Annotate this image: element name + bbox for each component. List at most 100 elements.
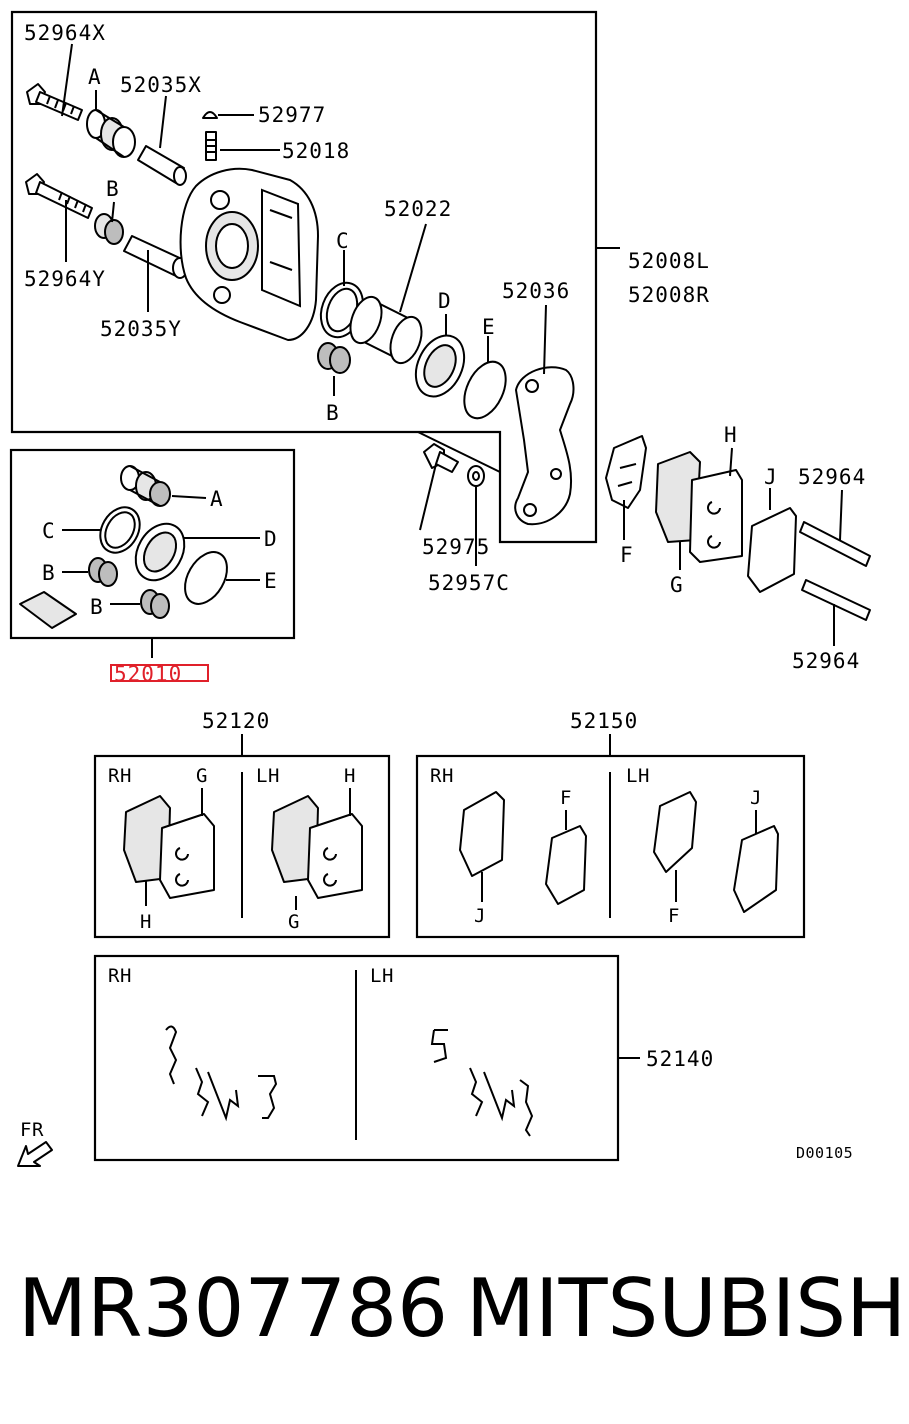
shim-rh-j: [459, 791, 505, 877]
kit-seal-c: [99, 506, 141, 554]
label-letter-a: A: [88, 65, 102, 89]
caliper-assembly-frame: [10, 10, 598, 544]
caliper-assembly-group: 52964X A 52035X 52977 52018 B 52022 C 52…: [10, 10, 710, 566]
leader-lines-pads: [623, 447, 843, 646]
label-pad-pin-upper: 52964: [798, 465, 866, 489]
piston: [349, 295, 423, 365]
pad-pin-lower: [801, 579, 871, 621]
shim-j-loose: [747, 507, 797, 593]
pad-set-rh-g: G: [196, 765, 208, 787]
guide-pin-upper: [137, 145, 187, 186]
part-number: MR307786: [18, 1262, 448, 1355]
seal-kit-group: A C D B E B 52010: [9, 448, 296, 686]
label-bleeder-screw: 52018: [282, 139, 350, 163]
caliper-bolt-lower: [25, 173, 93, 219]
label-letter-f-loose: F: [620, 543, 634, 567]
pad-shim-loose-group: 52975 52957C H J 52964 F G 52964: [422, 423, 871, 673]
brand-name: MITSUBISHI: [466, 1262, 909, 1355]
kit-ring-e: [184, 551, 228, 605]
kit-label-b-left: B: [42, 561, 56, 585]
label-letter-e-main: E: [482, 315, 496, 339]
shim-set-group: 52150 RH LH F J J F: [415, 709, 806, 939]
label-piston: 52022: [384, 197, 452, 221]
label-pad-pin-lower: 52964: [792, 649, 860, 673]
retaining-ring-e: [463, 360, 507, 420]
pad-set-lh-g: G: [288, 911, 300, 933]
clip-set-rh: RH: [108, 965, 132, 987]
frame-connector-line: [417, 431, 501, 473]
label-pad-set: 52120: [202, 709, 270, 733]
kit-label-b-right: B: [90, 595, 104, 619]
clips-lh: [430, 1029, 534, 1137]
kit-label-e: E: [264, 569, 278, 593]
guide-pin-lower: [123, 235, 188, 279]
kit-label-c: C: [42, 519, 56, 543]
label-letter-b-center: B: [326, 401, 340, 425]
boot-b-center: [317, 342, 351, 374]
shim-set-rh-f: F: [560, 787, 572, 809]
label-caliper-r: 52008R: [628, 283, 710, 307]
label-washer: 52957C: [428, 571, 510, 595]
pad-set-lh-h: H: [344, 765, 356, 787]
bleeder-cap: [202, 111, 218, 119]
caliper-support: [514, 366, 575, 526]
seal-kit-highlight: [110, 664, 209, 682]
label-pin-lower: 52035Y: [100, 317, 182, 341]
label-bolt-lower: 52964Y: [24, 267, 106, 291]
pad-h-loose: [689, 469, 743, 563]
pad-set-rh: RH: [108, 765, 132, 787]
kit-grease-packet: [19, 591, 77, 629]
leader-lines-kit: [62, 495, 260, 658]
label-letter-j-loose: J: [764, 465, 778, 489]
label-pin-upper: 52035X: [120, 73, 202, 97]
pad-set-frame: [93, 754, 391, 939]
pad-set-group: 52120 RH G LH H H G: [93, 709, 391, 939]
shim-set-rh-j: J: [474, 905, 486, 927]
kit-boot-d: [134, 522, 186, 582]
shim-set-lh-j: J: [750, 787, 762, 809]
shim-set-frame: [415, 754, 806, 939]
label-support-bolt: 52975: [422, 535, 490, 559]
boot-a-upper: [86, 109, 136, 158]
pad-set-lh: LH: [256, 765, 280, 787]
shim-f-loose: [605, 435, 647, 509]
label-forward: FR: [20, 1119, 44, 1141]
label-letter-b-upper: B: [106, 177, 120, 201]
shim-set-rh: RH: [430, 765, 454, 787]
bleeder-screw: [205, 131, 217, 161]
diagram-code: D00105: [796, 1144, 853, 1162]
label-support: 52036: [502, 279, 570, 303]
pad-pin-upper: [799, 521, 871, 567]
clip-set-lh: LH: [370, 965, 394, 987]
label-clip-set: 52140: [646, 1047, 714, 1071]
label-seal-kit: 52010: [114, 662, 182, 686]
leader-lines-main: [61, 43, 620, 566]
kit-label-d: D: [264, 527, 278, 551]
forward-direction-marker: FR: [17, 1119, 53, 1167]
shim-rh-f: [545, 825, 587, 905]
kit-boot-a: [120, 465, 171, 507]
shim-set-lh: LH: [626, 765, 650, 787]
label-bleeder-cap: 52977: [258, 103, 326, 127]
kit-label-a: A: [210, 487, 224, 511]
clip-set-group: 52140 RH LH: [93, 954, 714, 1162]
part-caption: MR307786 MITSUBISHI: [0, 1262, 909, 1372]
kit-boot-b-left: [88, 557, 118, 587]
label-caliper-l: 52008L: [628, 249, 710, 273]
label-letter-h-loose: H: [724, 423, 738, 447]
shim-lh-f: [653, 791, 697, 873]
shim-set-lh-f: F: [668, 905, 680, 927]
caliper-bolt-upper: [26, 83, 83, 121]
label-letter-g-loose: G: [670, 573, 684, 597]
label-shim-set: 52150: [570, 709, 638, 733]
support-bolt: [423, 443, 459, 473]
caliper-body: [179, 167, 319, 341]
kit-boot-b-right: [140, 589, 170, 619]
label-bolt-upper: 52964X: [24, 21, 106, 45]
label-letter-c-main: C: [336, 229, 350, 253]
shim-lh-j: [733, 825, 779, 913]
boot-b-upper: [94, 213, 124, 245]
clips-rh: [165, 1025, 278, 1122]
washer: [467, 465, 485, 487]
